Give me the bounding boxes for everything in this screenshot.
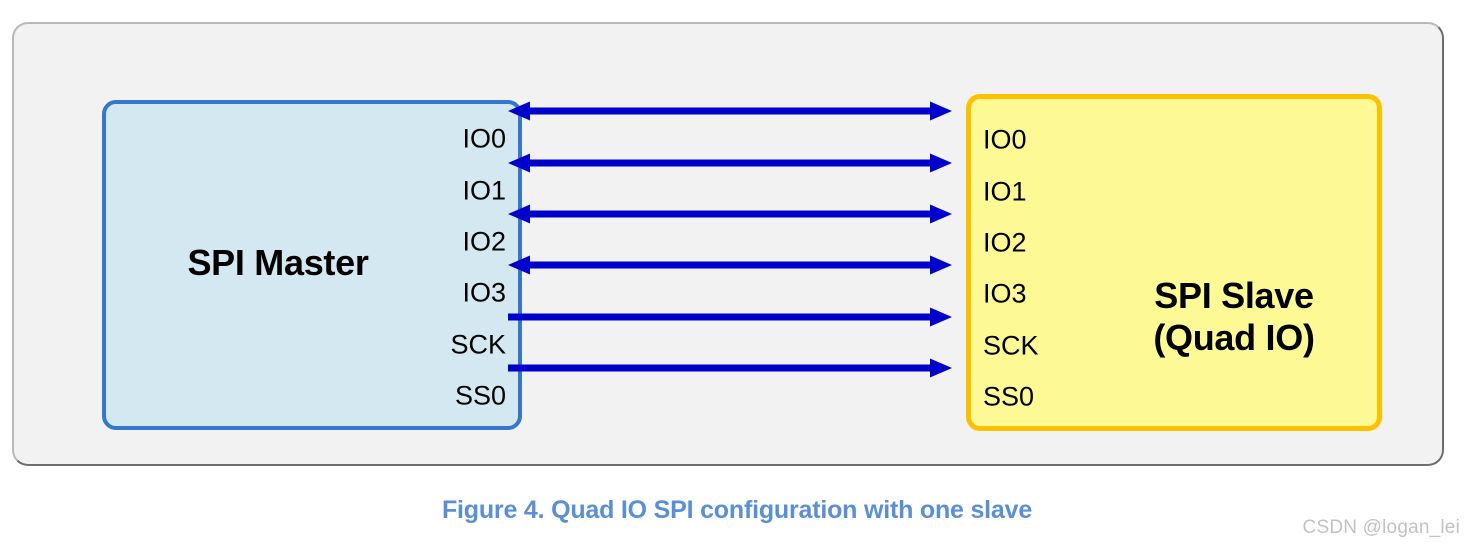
master-pin-io0: IO0 [462,123,506,154]
master-pin-io1: IO1 [462,175,506,206]
figure-caption: Figure 4. Quad IO SPI configuration with… [441,496,1033,524]
slave-pin-ss0: SS0 [983,381,1035,412]
slave-pin-io3: IO3 [983,278,1027,309]
watermark-label: CSDN @logan_lei [1302,517,1460,538]
slave-pin-sck: SCK [983,330,1039,361]
slave-pin-io2: IO2 [983,227,1027,258]
slave-pin-io1: IO1 [983,176,1027,207]
master-pin-ss0: SS0 [454,380,506,411]
master-pin-io3: IO3 [462,277,506,308]
master-pin-io2: IO2 [462,226,506,257]
master-pin-sck: SCK [450,329,506,360]
spi-slave-title: SPI Slave (Quad IO) [1153,275,1315,359]
slave-pin-io0: IO0 [983,124,1027,155]
spi-master-title: SPI Master [187,242,369,283]
